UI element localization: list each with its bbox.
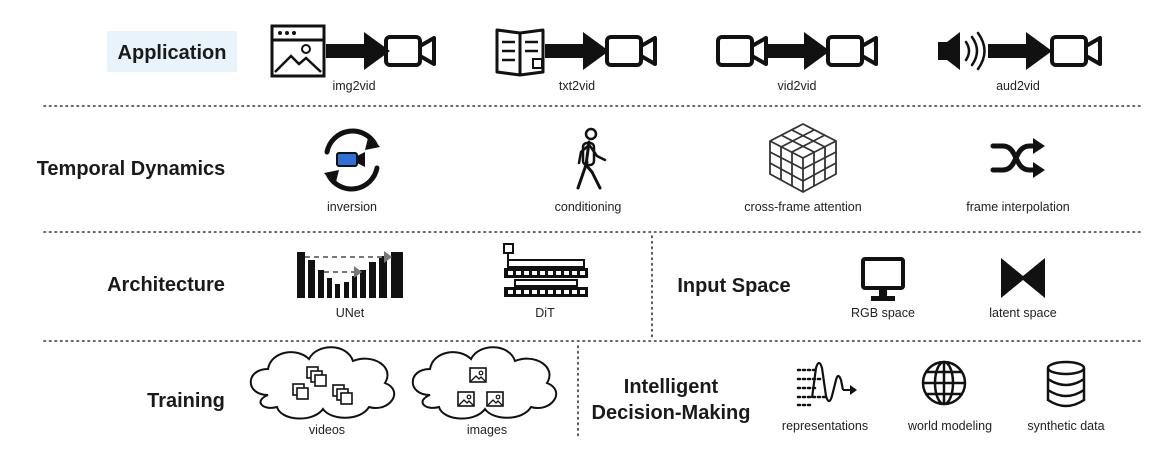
videos-cloud-icon	[249, 346, 396, 420]
synthetic-data-icon	[1046, 360, 1086, 408]
label-txt2vid: txt2vid	[559, 79, 595, 93]
row-label-intelligent: Intelligent	[624, 376, 719, 398]
txt2vid-icon	[495, 28, 657, 77]
aud2vid-icon	[938, 31, 1102, 71]
label-dit: DiT	[535, 306, 555, 320]
label-aud2vid: aud2vid	[996, 79, 1040, 93]
label-vid2vid: vid2vid	[778, 79, 817, 93]
unet-icon	[297, 251, 403, 298]
row-label-training: Training	[147, 390, 225, 412]
dit-icon	[503, 243, 588, 297]
application-highlight	[107, 31, 237, 72]
label-unet: UNet	[336, 306, 365, 320]
label-images: images	[467, 423, 507, 437]
latent-space-icon	[1001, 258, 1045, 298]
cross-frame-attention-icon	[769, 123, 837, 193]
row-label-decision-making: Decision-Making	[592, 402, 751, 424]
images-cloud-icon	[411, 346, 558, 420]
vid2vid-icon	[716, 32, 878, 70]
row-label-temporal-dynamics: Temporal Dynamics	[37, 158, 226, 180]
conditioning-icon	[576, 127, 607, 190]
rgb-space-icon	[861, 257, 905, 301]
img2vid-icon	[270, 24, 436, 78]
row-label-input-space: Input Space	[677, 275, 790, 297]
label-videos: videos	[309, 423, 345, 437]
label-latent-space: latent space	[989, 306, 1056, 320]
inversion-icon	[324, 128, 380, 192]
label-representations: representations	[782, 419, 868, 433]
label-frame-interpolation: frame interpolation	[966, 200, 1070, 214]
row-label-architecture: Architecture	[107, 274, 225, 296]
representations-icon	[796, 361, 857, 407]
row-label-application: Application	[118, 42, 227, 64]
label-conditioning: conditioning	[555, 200, 622, 214]
world-modeling-icon	[921, 360, 967, 406]
label-inversion: inversion	[327, 200, 377, 214]
label-synthetic-data: synthetic data	[1027, 419, 1104, 433]
label-world-modeling: world modeling	[907, 419, 992, 433]
label-img2vid: img2vid	[332, 79, 375, 93]
label-rgb-space: RGB space	[851, 306, 915, 320]
label-cross-frame-attention: cross-frame attention	[744, 200, 861, 214]
frame-interpolation-icon	[990, 138, 1045, 178]
